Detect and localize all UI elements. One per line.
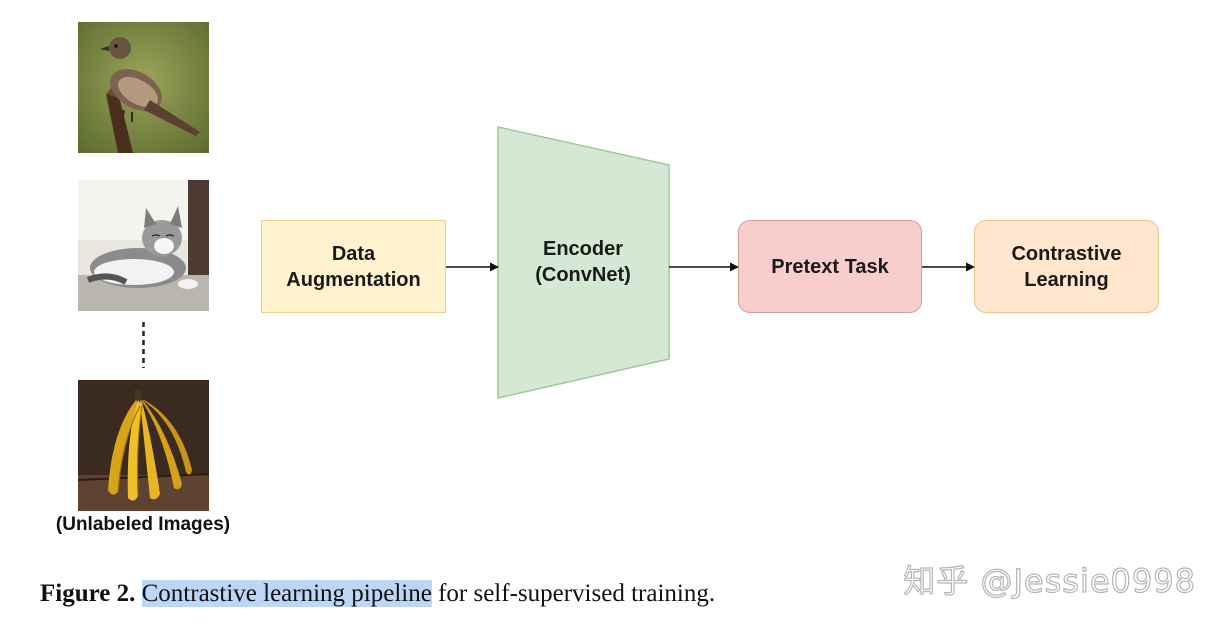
contrastive-label-line1: Contrastive xyxy=(1011,242,1122,265)
pretext-task-box: Pretext Task xyxy=(738,220,922,313)
images-caption: (Unlabeled Images) xyxy=(55,514,231,535)
figure-caption-highlight: Contrastive learning pipeline xyxy=(141,580,432,607)
encoder-label-line1: Encoder xyxy=(542,238,624,260)
watermark: 知乎 @Jessie0998 xyxy=(903,561,1196,600)
banana-image xyxy=(78,380,209,511)
data-augmentation-box: Data Augmentation xyxy=(261,220,446,313)
contrastive-learning-box: Contrastive Learning xyxy=(974,220,1159,313)
bird-image xyxy=(78,22,209,153)
figure-caption-rest: for self-supervised training. xyxy=(431,580,716,607)
encoder-label: Encoder (ConvNet) xyxy=(497,236,669,288)
arrow-augmentation-to-encoder xyxy=(446,262,499,272)
augmentation-label-line2: Augmentation xyxy=(286,268,421,291)
encoder-trapezoid xyxy=(497,126,670,399)
figure-label: Figure 2. xyxy=(40,580,136,607)
figure-caption: Figure 2. Contrastive learning pipeline … xyxy=(40,580,715,608)
pretext-label: Pretext Task xyxy=(771,255,889,278)
ellipsis-dots xyxy=(142,322,145,368)
arrow-pretext-to-contrastive xyxy=(922,262,975,272)
augmentation-label-line1: Data xyxy=(331,242,376,265)
arrow-encoder-to-pretext xyxy=(669,262,739,272)
contrastive-label-line2: Learning xyxy=(1024,268,1109,291)
cat-image xyxy=(78,180,209,311)
encoder-label-line2: (ConvNet) xyxy=(535,264,631,286)
